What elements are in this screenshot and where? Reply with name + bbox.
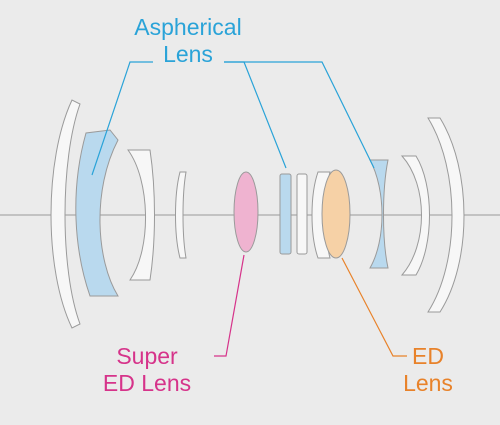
super-ed-lens-element xyxy=(233,171,259,253)
aspherical-lens-label: Aspherical Lens xyxy=(118,14,258,68)
lens-element-7 xyxy=(296,173,308,255)
ed-lens-label: ED Lens xyxy=(400,343,456,397)
super-ed-label-line2: ED Lens xyxy=(102,370,192,396)
super-ed-leader xyxy=(214,254,245,357)
aspherical-label-line1: Aspherical xyxy=(134,14,242,40)
lens-element-4 xyxy=(175,171,187,259)
lens-element-3 xyxy=(127,149,155,281)
lens-element-11 xyxy=(400,155,430,276)
ed-lens-element xyxy=(321,169,351,259)
ed-label-line1: ED xyxy=(412,343,444,369)
lens-element-12 xyxy=(427,117,465,313)
super-ed-label-line1: Super xyxy=(116,343,178,369)
aspherical-lens-element-middle xyxy=(279,173,292,255)
aspherical-leader-right xyxy=(224,61,375,169)
aspherical-lens-element-rear xyxy=(369,159,389,269)
aspherical-label-line2: Lens xyxy=(163,41,213,67)
ed-label-line2: Lens xyxy=(403,370,453,396)
super-ed-lens-label: Super ED Lens xyxy=(82,343,212,397)
aspherical-leader-left xyxy=(91,61,153,176)
ed-leader xyxy=(341,257,407,357)
aspherical-lens-element-front xyxy=(75,129,119,297)
lens-element-1 xyxy=(50,99,81,329)
aspherical-leader-middle xyxy=(224,61,287,169)
